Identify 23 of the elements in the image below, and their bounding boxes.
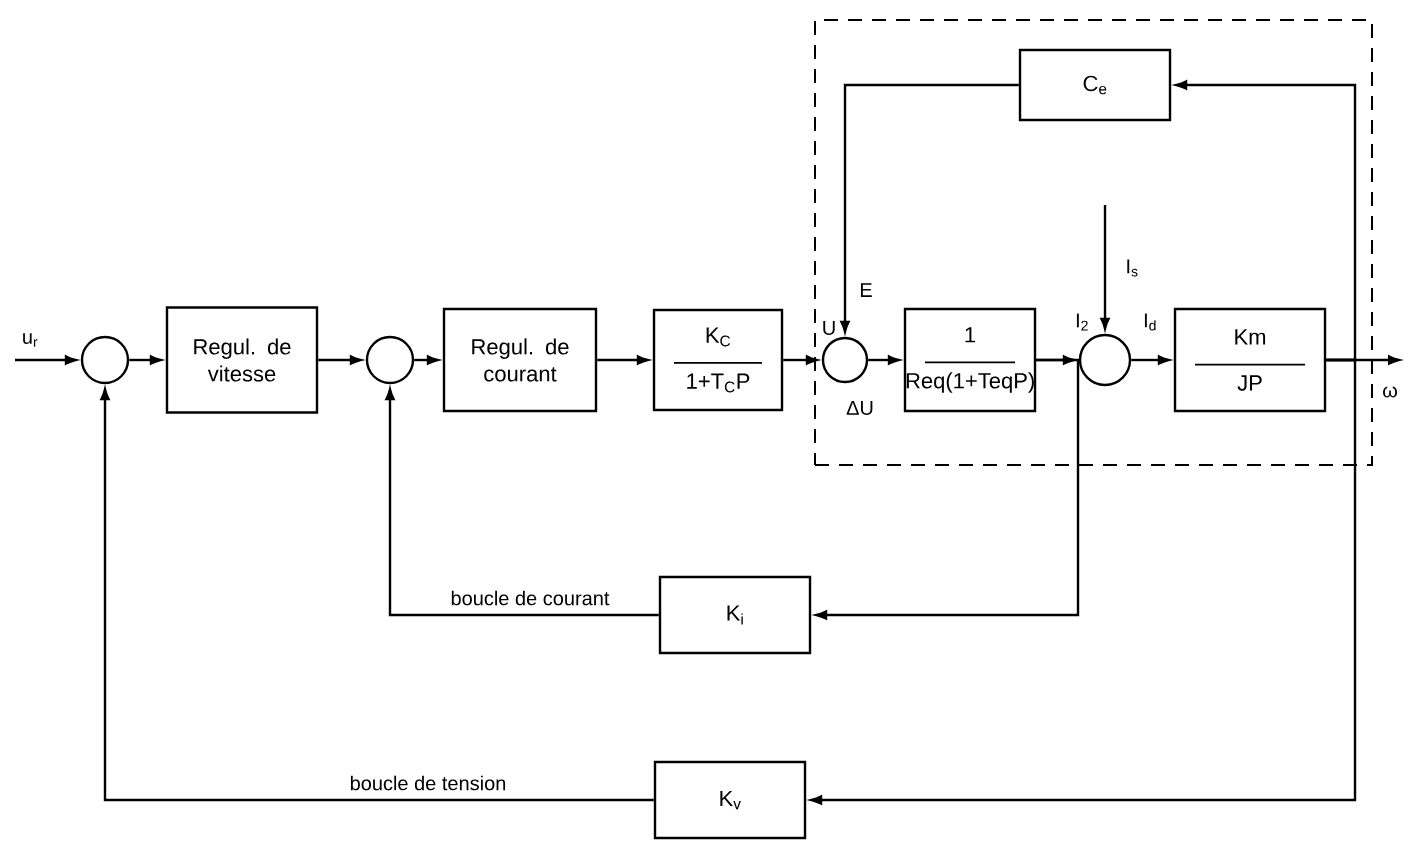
edge-label: boucle de tension xyxy=(348,774,508,792)
edge-label: ω xyxy=(1381,385,1399,399)
edge-label: I$_{s}$ xyxy=(1124,258,1140,278)
block-box: K$_{i}$ xyxy=(658,575,812,655)
edge-label: u$_{r}$ xyxy=(20,332,40,348)
block-box: Regul. de courant xyxy=(442,307,598,413)
edge-label: boucle de courant xyxy=(449,589,611,607)
block-box: Regul. de vitesse xyxy=(165,306,319,414)
summing-junction xyxy=(80,335,130,385)
summing-junction xyxy=(1078,333,1132,387)
dashed-frame xyxy=(814,19,1373,466)
signal-label: I$_{d}$ xyxy=(1144,313,1156,331)
signal-label: I$_{2}$ xyxy=(1076,313,1088,331)
signal-label: ΔU xyxy=(846,401,873,415)
transfer-function-box: Km JP xyxy=(1173,307,1327,413)
signal-label: U xyxy=(823,321,835,335)
signal-label: E xyxy=(861,283,872,297)
summing-junction xyxy=(365,335,415,385)
summing-junction xyxy=(821,336,869,384)
transfer-function-box: 1 Req(1+TeqP) xyxy=(903,307,1037,413)
block-box: K$_{v}$ xyxy=(653,760,807,840)
block-box: C$_{e}$ xyxy=(1018,48,1172,122)
transfer-function-box: K$_{C}$ 1+T$_{C}$P xyxy=(652,308,784,412)
